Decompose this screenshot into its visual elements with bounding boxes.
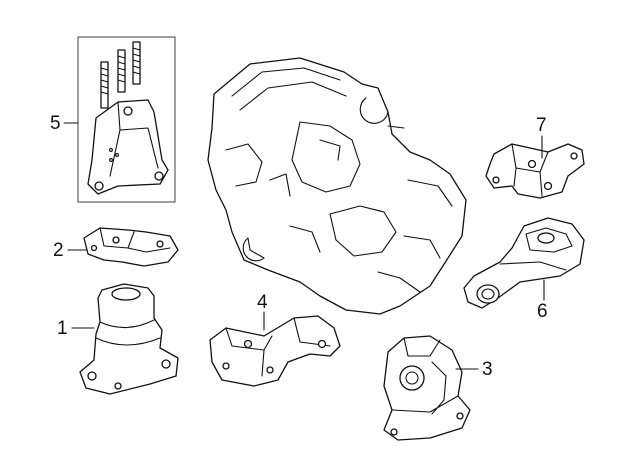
part-5-studs — [100, 41, 141, 109]
callout-3: 3 — [482, 359, 493, 380]
part-2-group — [67, 227, 179, 267]
callout-2: 2 — [53, 240, 64, 261]
engine-assembly — [207, 57, 467, 315]
part-6-group — [463, 217, 585, 309]
callout-1: 1 — [57, 318, 68, 339]
part-7-group — [485, 135, 585, 199]
part-5-group — [63, 36, 176, 203]
part-4-group — [209, 311, 341, 387]
callout-4: 4 — [257, 292, 268, 313]
part-1-group — [71, 283, 179, 395]
callout-7: 7 — [536, 115, 547, 136]
part-5-bracket — [87, 99, 169, 195]
part-5-box — [77, 36, 176, 203]
part-3-group — [383, 335, 479, 441]
callout-5: 5 — [50, 113, 61, 134]
callout-6: 6 — [537, 301, 548, 322]
